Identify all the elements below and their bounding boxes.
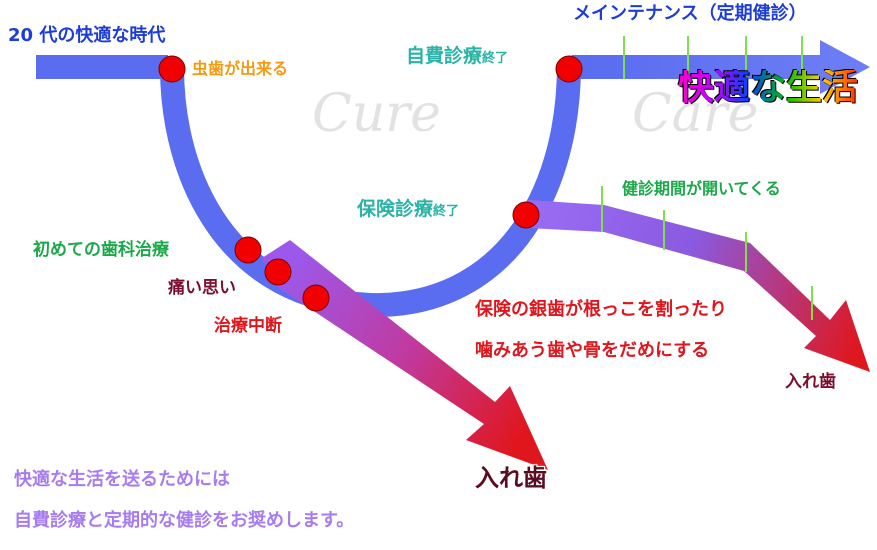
care-watermark: Care [632,84,759,144]
twenties-label: 20 代の快適な時代 [8,25,166,46]
cure-watermark: Cure [312,84,441,144]
dot-first-treatment [234,236,262,264]
pain-label: 痛い思い [168,278,236,298]
insured-done-label: 保険診療終了 [357,200,459,219]
silver-crack-line1: 保険の銀歯が根っこを割ったり [475,299,727,320]
self-pay-done-suffix: 終了 [482,51,509,66]
comfort-life-label: 快適な生活 [678,67,859,108]
treatment-curve [160,66,581,318]
insured-done-text: 保険診療 [357,198,434,220]
insured-done-suffix: 終了 [433,204,460,219]
self-pay-done-label: 自費診療終了 [406,47,508,66]
dot-cavity [158,55,186,83]
self-pay-done-text: 自費診療 [406,45,483,67]
dot-pain [264,258,292,286]
interruption-label: 治療中断 [214,316,282,336]
dot-self-pay-done [555,55,583,83]
dot-insured-done [512,201,540,229]
maintenance-arrow [572,40,870,94]
conclusion-line2: 自費診療と定期的な健診をお奨めします。 [14,510,355,531]
conclusion-line1: 快適な生活を送るためには [14,469,230,490]
decline-arrow-right [528,200,870,372]
silver-crack-line2: 噛みあう歯や骨をだめにする [475,340,710,361]
first-treatment-label: 初めての歯科治療 [33,240,169,260]
early-life-bar [36,55,168,79]
dot-interruption [302,284,330,312]
checkup-ticks [601,186,813,320]
event-dots [158,55,583,312]
denture-bottom-label: 入れ歯 [475,464,547,492]
decline-arrow-left [262,240,548,470]
cavity-label: 虫歯が出来る [192,59,289,78]
denture-right-label: 入れ歯 [785,372,836,392]
maintenance-label: メインテナンス（定期健診） [573,3,807,24]
checkup-gap-label: 健診期間が開いてくる [622,179,781,198]
maintenance-ticks [623,36,803,79]
